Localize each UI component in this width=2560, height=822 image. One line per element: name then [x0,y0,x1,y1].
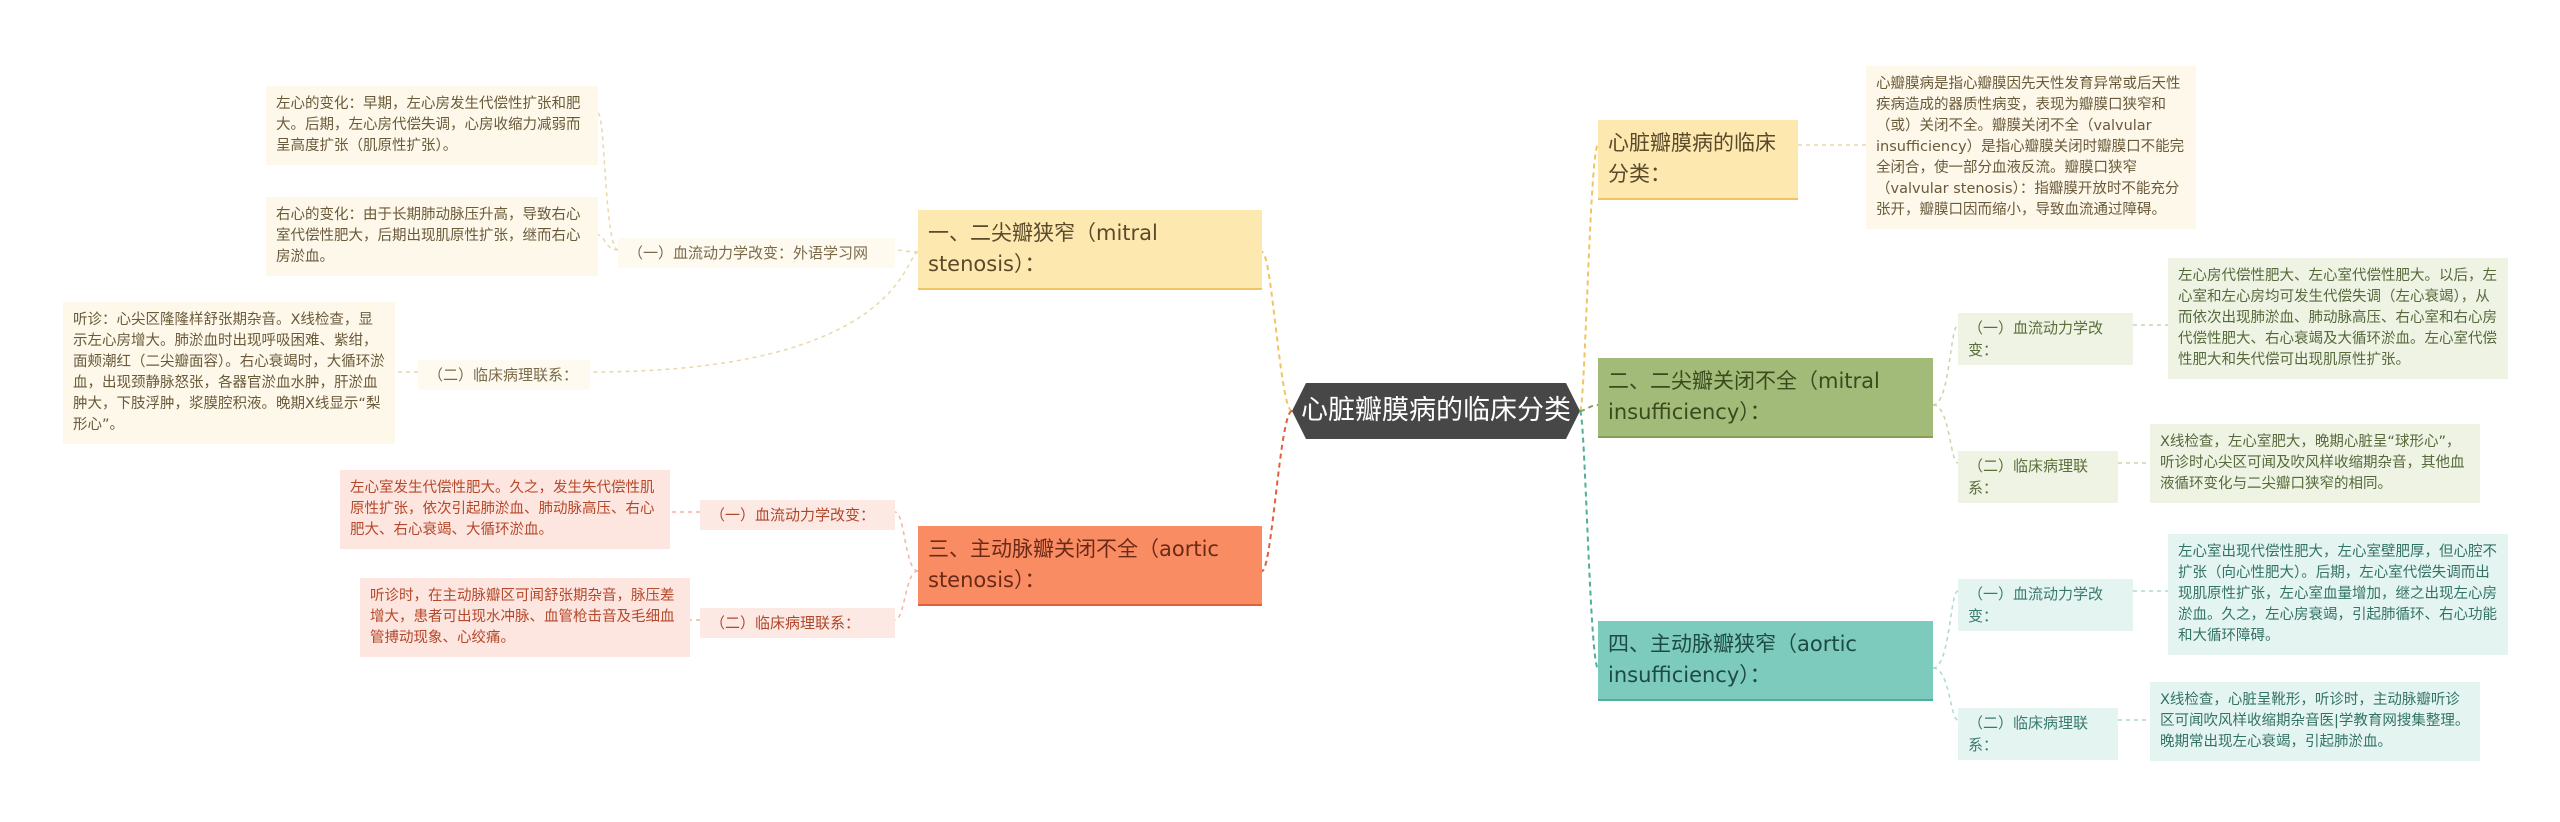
branch-clinical-classification[interactable]: 心脏瓣膜病的临床分类： [1598,120,1798,200]
leaf-ms-left-heart-change: 左心的变化：早期，左心房发生代偿性扩张和肥大。后期，左心房代偿失调，心房收缩力减… [266,86,598,165]
leaf-ai-hemodynamics-text: 左心室发生代偿性肥大。久之，发生失代偿性肌原性扩张，依次引起肺淤血、肺动脉高压、… [340,470,670,549]
sub-ai-clinical[interactable]: （二）临床病理联系： [700,608,895,638]
leaf-as-hemodynamics-text: 左心室出现代偿性肥大，左心室壁肥厚，但心腔不扩张（向心性肥大）。后期，左心室代偿… [2168,534,2508,655]
sub-mi-clinical[interactable]: （二）临床病理联系： [1958,451,2118,503]
sub-ai-hemodynamics[interactable]: （一）血流动力学改变： [700,500,895,530]
sub-ms-hemodynamics[interactable]: （一）血流动力学改变：外语学习网 [618,238,895,268]
leaf-definition-text: 心瓣膜病是指心瓣膜因先天性发育异常或后天性疾病造成的器质性病变，表现为瓣膜口狭窄… [1866,66,2196,229]
leaf-mi-clinical-text: X线检查，左心室肥大，晚期心脏呈“球形心”，听诊时心尖区可闻及吹风样收缩期杂音，… [2150,424,2480,503]
leaf-as-clinical-text: X线检查，心脏呈靴形，听诊时，主动脉瓣听诊区可闻吹风样收缩期杂音医|学教育网搜集… [2150,682,2480,761]
branch-mitral-insufficiency[interactable]: 二、二尖瓣关闭不全（mitral insufficiency）： [1598,358,1933,438]
branch-mitral-stenosis[interactable]: 一、二尖瓣狭窄（mitral stenosis）： [918,210,1262,290]
leaf-ms-right-heart-change: 右心的变化：由于长期肺动脉压升高，导致右心室代偿性肥大，后期出现肌原性扩张，继而… [266,197,598,276]
branch-aortic-valve-4[interactable]: 四、主动脉瓣狭窄（aortic insufficiency）： [1598,621,1933,701]
leaf-ai-clinical-text: 听诊时，在主动脉瓣区可闻舒张期杂音，脉压差增大，患者可出现水冲脉、血管枪击音及毛… [360,578,690,657]
sub-mi-hemodynamics[interactable]: （一）血流动力学改变： [1958,313,2133,365]
leaf-mi-hemodynamics-text: 左心房代偿性肥大、左心室代偿性肥大。以后，左心室和左心房均可发生代偿失调（左心衰… [2168,258,2508,379]
branch-aortic-valve-3[interactable]: 三、主动脉瓣关闭不全（aortic stenosis）： [918,526,1262,606]
sub-as-clinical[interactable]: （二）临床病理联系： [1958,708,2118,760]
leaf-ms-clinical-text: 听诊：心尖区隆隆样舒张期杂音。X线检查，显示左心房增大。肺淤血时出现呼吸困难、紫… [63,302,395,444]
sub-ms-clinical[interactable]: （二）临床病理联系： [418,360,590,390]
central-topic[interactable]: 心脏瓣膜病的临床分类 [1292,383,1580,439]
sub-as-hemodynamics[interactable]: （一）血流动力学改变： [1958,579,2133,631]
